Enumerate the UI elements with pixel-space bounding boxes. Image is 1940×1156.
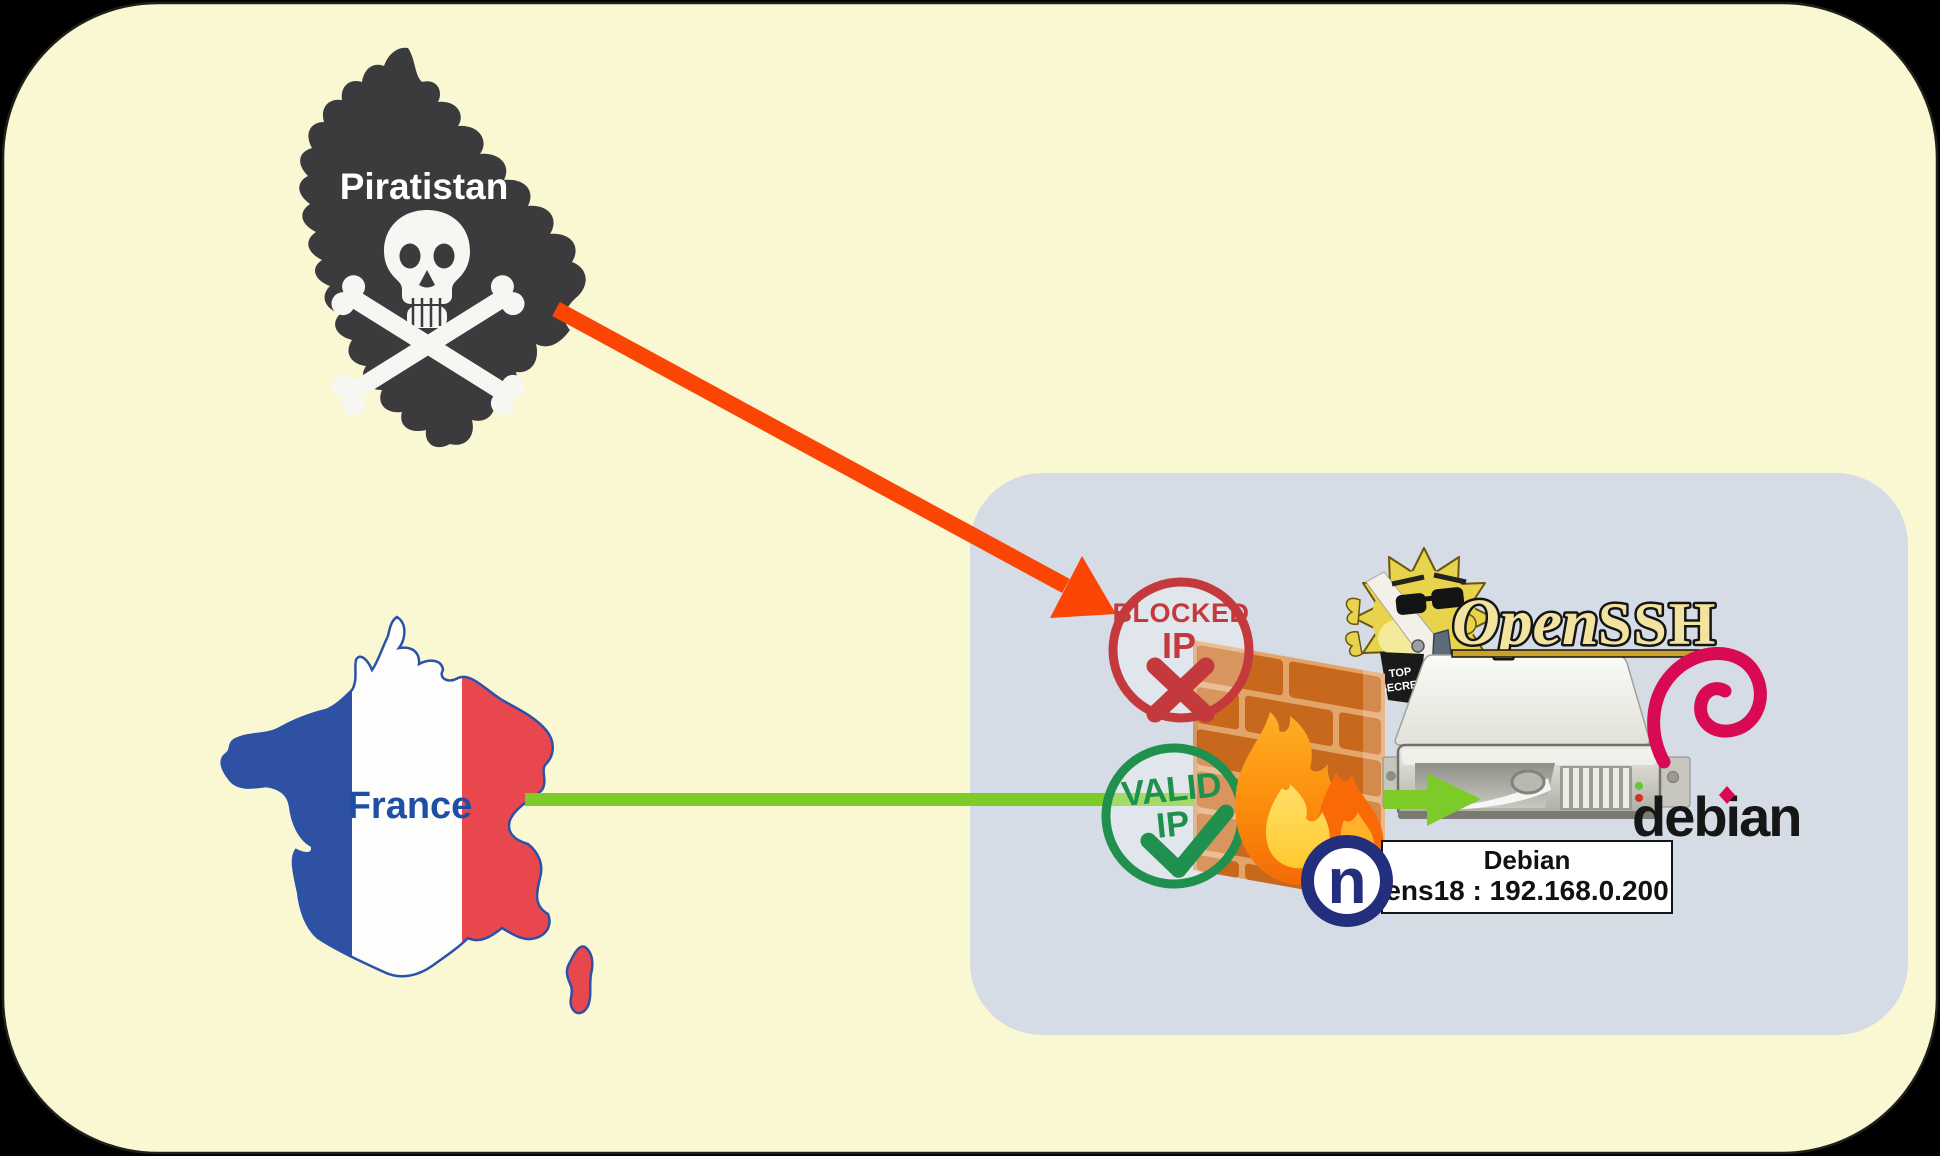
blocked-stamp-line1: BLOCKED [1113, 598, 1250, 628]
sunglasses-icon [1395, 587, 1465, 615]
france-label: France [348, 785, 473, 827]
server-label-line1: Debian [1484, 845, 1571, 875]
x-icon [1146, 657, 1215, 723]
openssh-word1: Open [1452, 586, 1599, 659]
power-button [1510, 769, 1546, 795]
server-label-line2: ens18 : 192.168.0.200 [1385, 875, 1668, 906]
openssh-underline [1451, 649, 1725, 658]
france-white-band [352, 617, 462, 1014]
eyebrow [1433, 572, 1467, 585]
check-icon [1140, 804, 1234, 878]
openssh-logo: Open SSH [1450, 584, 1725, 662]
blocked-ip-stamp: BLOCKED IP [1108, 577, 1254, 723]
nftables-letter: n [1327, 845, 1366, 917]
openssh-word2: SSH [1598, 591, 1717, 657]
fin-icon [1345, 597, 1361, 625]
valid-stamp-line2: IP [1154, 804, 1191, 846]
debian-swirl-icon [1647, 647, 1767, 769]
lips [1455, 613, 1477, 635]
arrowhead-icon [1427, 773, 1481, 826]
nftables-logo: n [1301, 835, 1393, 927]
valid-traffic-arrowhead [1383, 773, 1481, 826]
valid-traffic-line [525, 793, 1410, 806]
claw [1411, 639, 1425, 653]
bucket-label-1: TOP [1388, 666, 1412, 681]
server-label-box: Debian ens18 : 192.168.0.200 [1381, 840, 1673, 914]
valid-ip-stamp: VALID IP [1101, 743, 1247, 889]
crossbones-icon [331, 275, 525, 415]
arrowhead-icon [1050, 556, 1116, 618]
fin-icon [1345, 631, 1363, 657]
led-green [1635, 782, 1643, 790]
skull-icon [384, 210, 470, 328]
eyebrow [1391, 574, 1425, 587]
led-red [1635, 794, 1643, 802]
debian-wordmark: debian [1632, 785, 1800, 848]
debian-logo: debian [1632, 647, 1802, 848]
france-outline [220, 615, 554, 978]
blocked-stamp-line2: IP [1162, 625, 1196, 666]
corsica-outline [565, 945, 594, 1015]
piratistan-label: Piratistan [340, 166, 509, 207]
piratistan-map: Piratistan [299, 47, 586, 448]
blocked-attack-arrow [552, 301, 1116, 618]
debian-i-diamond [1719, 786, 1735, 804]
